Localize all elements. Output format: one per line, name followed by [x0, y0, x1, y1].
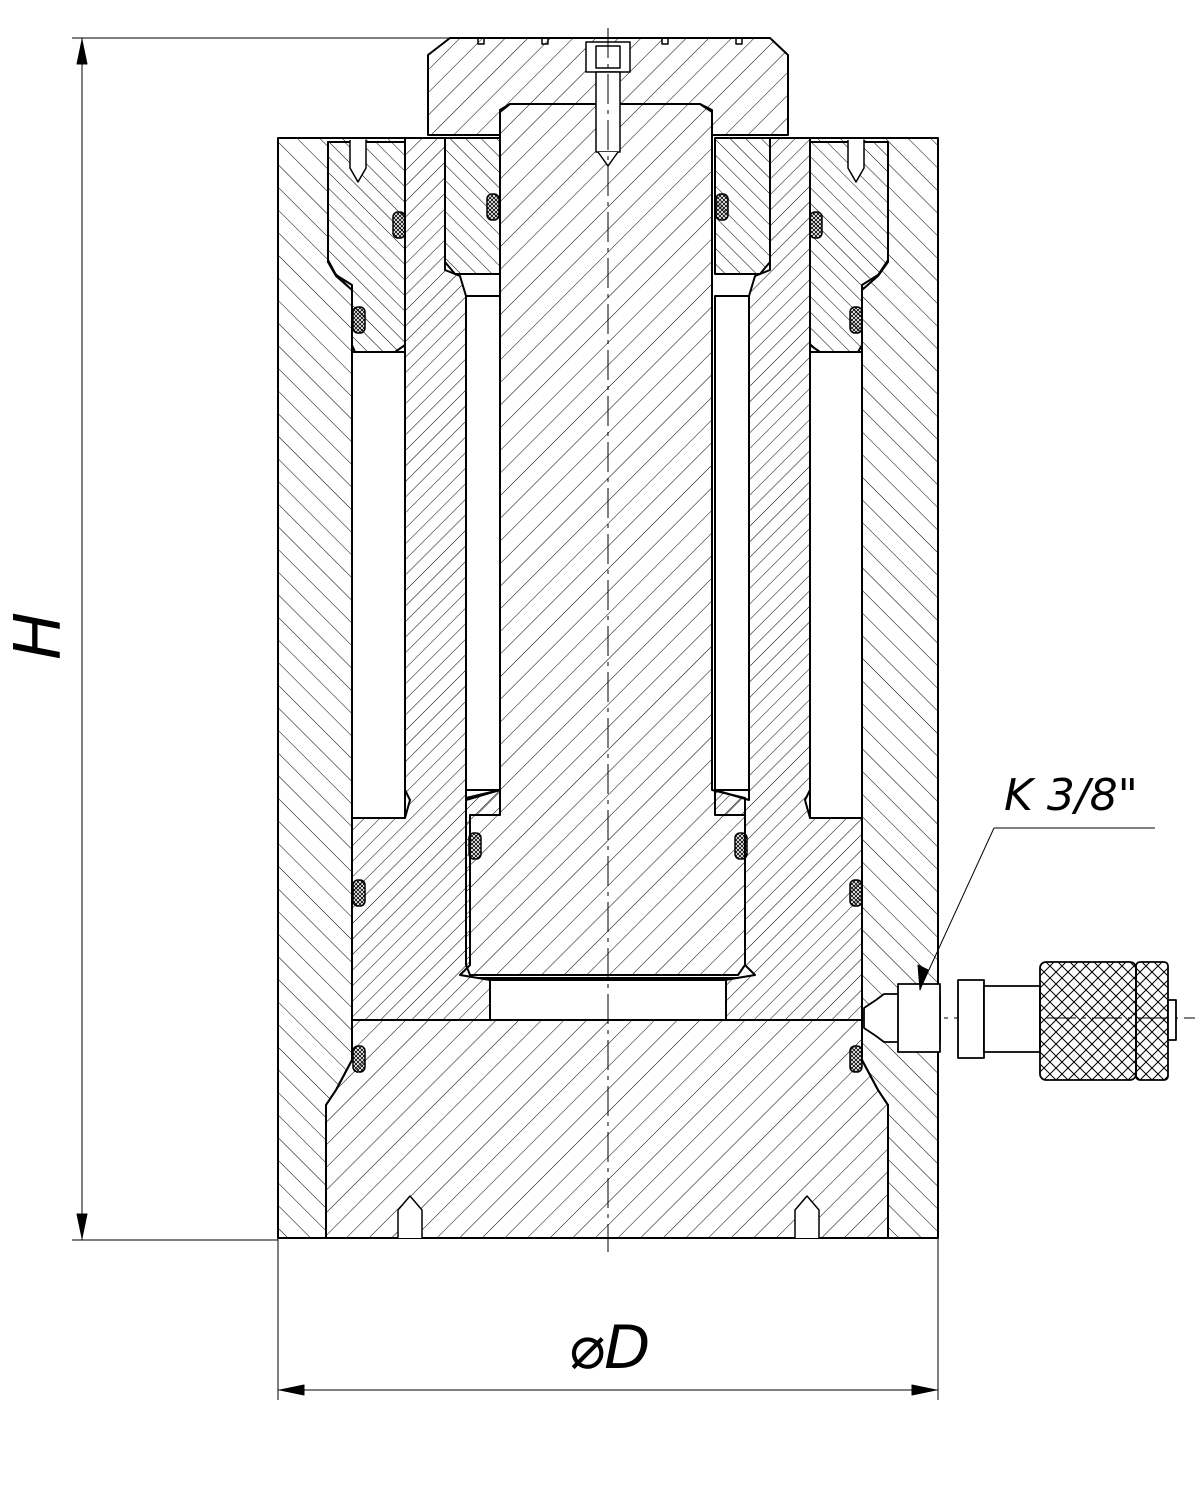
seal-rings — [352, 193, 863, 1073]
gap-left-outer — [351, 351, 406, 819]
middle-gland-right — [714, 137, 771, 275]
dimension-height — [72, 37, 450, 1241]
height-label: H — [2, 612, 76, 660]
gap-right-outer — [809, 351, 863, 819]
port-leader — [917, 827, 1155, 991]
hydraulic-coupler — [863, 961, 1177, 1081]
dimension-diameter — [277, 1238, 939, 1400]
diameter-label: ⌀D — [568, 1313, 650, 1383]
gap-right-inner — [714, 295, 750, 791]
port-label: K 3/8" — [1004, 770, 1138, 821]
plunger — [465, 103, 746, 976]
gap-left-inner — [465, 295, 501, 791]
top-cap-marks — [477, 38, 743, 45]
middle-gland-left — [444, 137, 501, 275]
threaded-holes — [349, 140, 865, 1238]
base-plug — [325, 1019, 889, 1239]
